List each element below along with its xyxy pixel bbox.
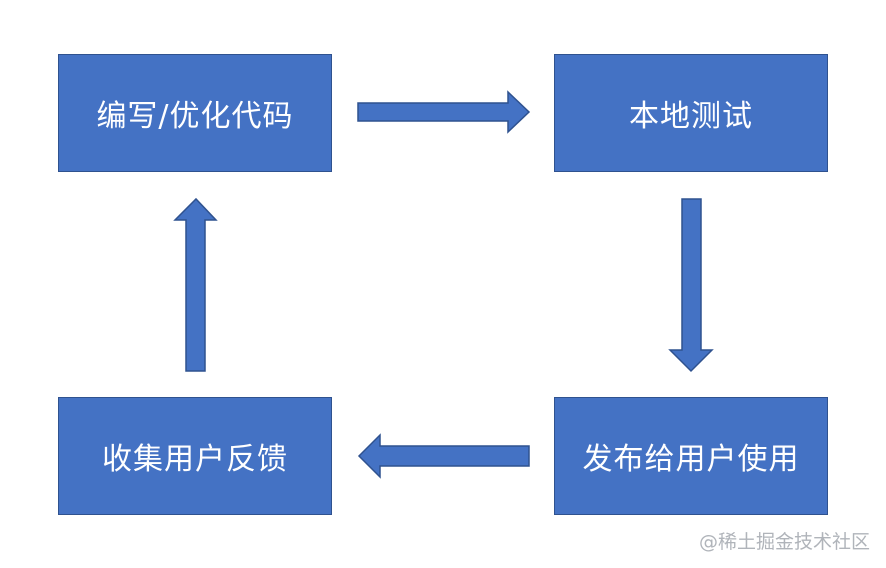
node-local-test: 本地测试: [554, 54, 828, 172]
arrow-left-icon: [357, 433, 530, 479]
arrow-down-icon: [668, 198, 714, 373]
node-collect-feedback-label: 收集用户反馈: [102, 442, 288, 477]
watermark: @稀土掘金技术社区: [698, 531, 870, 553]
arrow-up-icon: [173, 197, 218, 372]
node-release-to-users: 发布给用户使用: [554, 397, 828, 515]
node-local-test-label: 本地测试: [629, 99, 753, 134]
node-collect-feedback: 收集用户反馈: [58, 397, 332, 515]
node-code-optimize: 编写/优化代码: [58, 54, 332, 172]
arrow-right-icon: [357, 90, 531, 134]
node-release-to-users-label: 发布给用户使用: [582, 442, 800, 477]
node-code-optimize-label: 编写/优化代码: [96, 99, 294, 134]
